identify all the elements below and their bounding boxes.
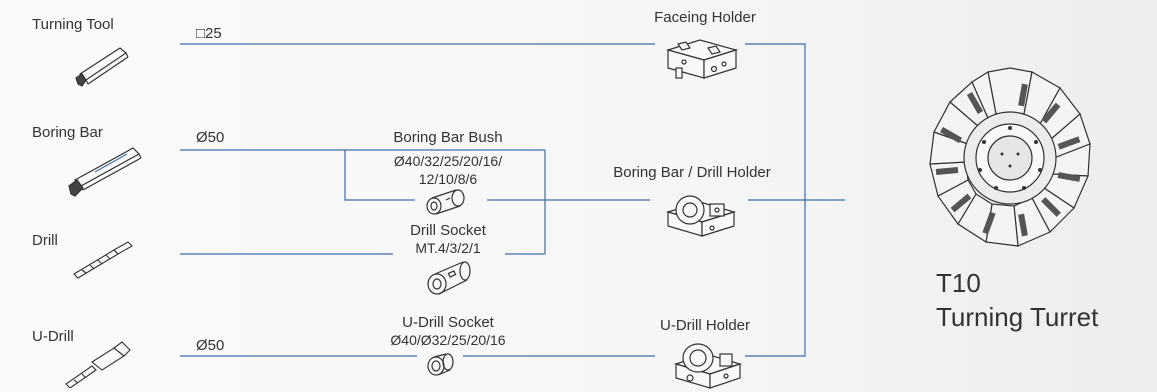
boring-bar-icon (68, 147, 142, 197)
bush-sizes-line-2: 12/10/8/6 (418, 171, 478, 187)
turning-tool-label: Turning Tool (32, 16, 114, 33)
boring-bar-label: Boring Bar (32, 124, 103, 141)
u-drill-label: U-Drill (32, 328, 74, 345)
drill-icon (73, 241, 133, 279)
u-drill-diameter-spec: Ø50 (196, 337, 225, 354)
boring-bar-bush-title: Boring Bar Bush (393, 129, 503, 146)
boring-bar-bush-icon (426, 189, 465, 215)
turret-model: T10 (936, 268, 981, 298)
facing-holder-label: Faceing Holder (654, 9, 756, 26)
turning-turret-icon (929, 67, 1091, 247)
turret-name: Turning Turret (936, 302, 1099, 332)
drill-socket-title: Drill Socket (410, 222, 486, 239)
u-drill-socket-title: U-Drill Socket (402, 314, 494, 331)
u-drill-holder-label: U-Drill Holder (659, 317, 751, 334)
bush-sizes-line-1: Ø40/32/25/20/16/ (393, 153, 503, 169)
boring-diameter-spec: Ø50 (196, 129, 225, 146)
u-drill-holder-icon (673, 343, 743, 389)
facing-holder-icon (665, 39, 739, 79)
u-drill-socket-icon (427, 353, 454, 376)
boring-drill-holder-icon (665, 195, 737, 237)
drill-label: Drill (32, 232, 58, 249)
turning-size-spec: □25 (196, 25, 222, 42)
drill-socket-icon (427, 261, 471, 295)
u-drill-icon (65, 341, 131, 388)
u-drill-socket-sizes: Ø40/Ø32/25/20/16 (390, 332, 506, 348)
turning-tool-icon (75, 47, 129, 87)
drill-socket-sizes: MT.4/3/2/1 (415, 240, 481, 256)
boring-drill-holder-label: Boring Bar / Drill Holder (613, 164, 771, 181)
